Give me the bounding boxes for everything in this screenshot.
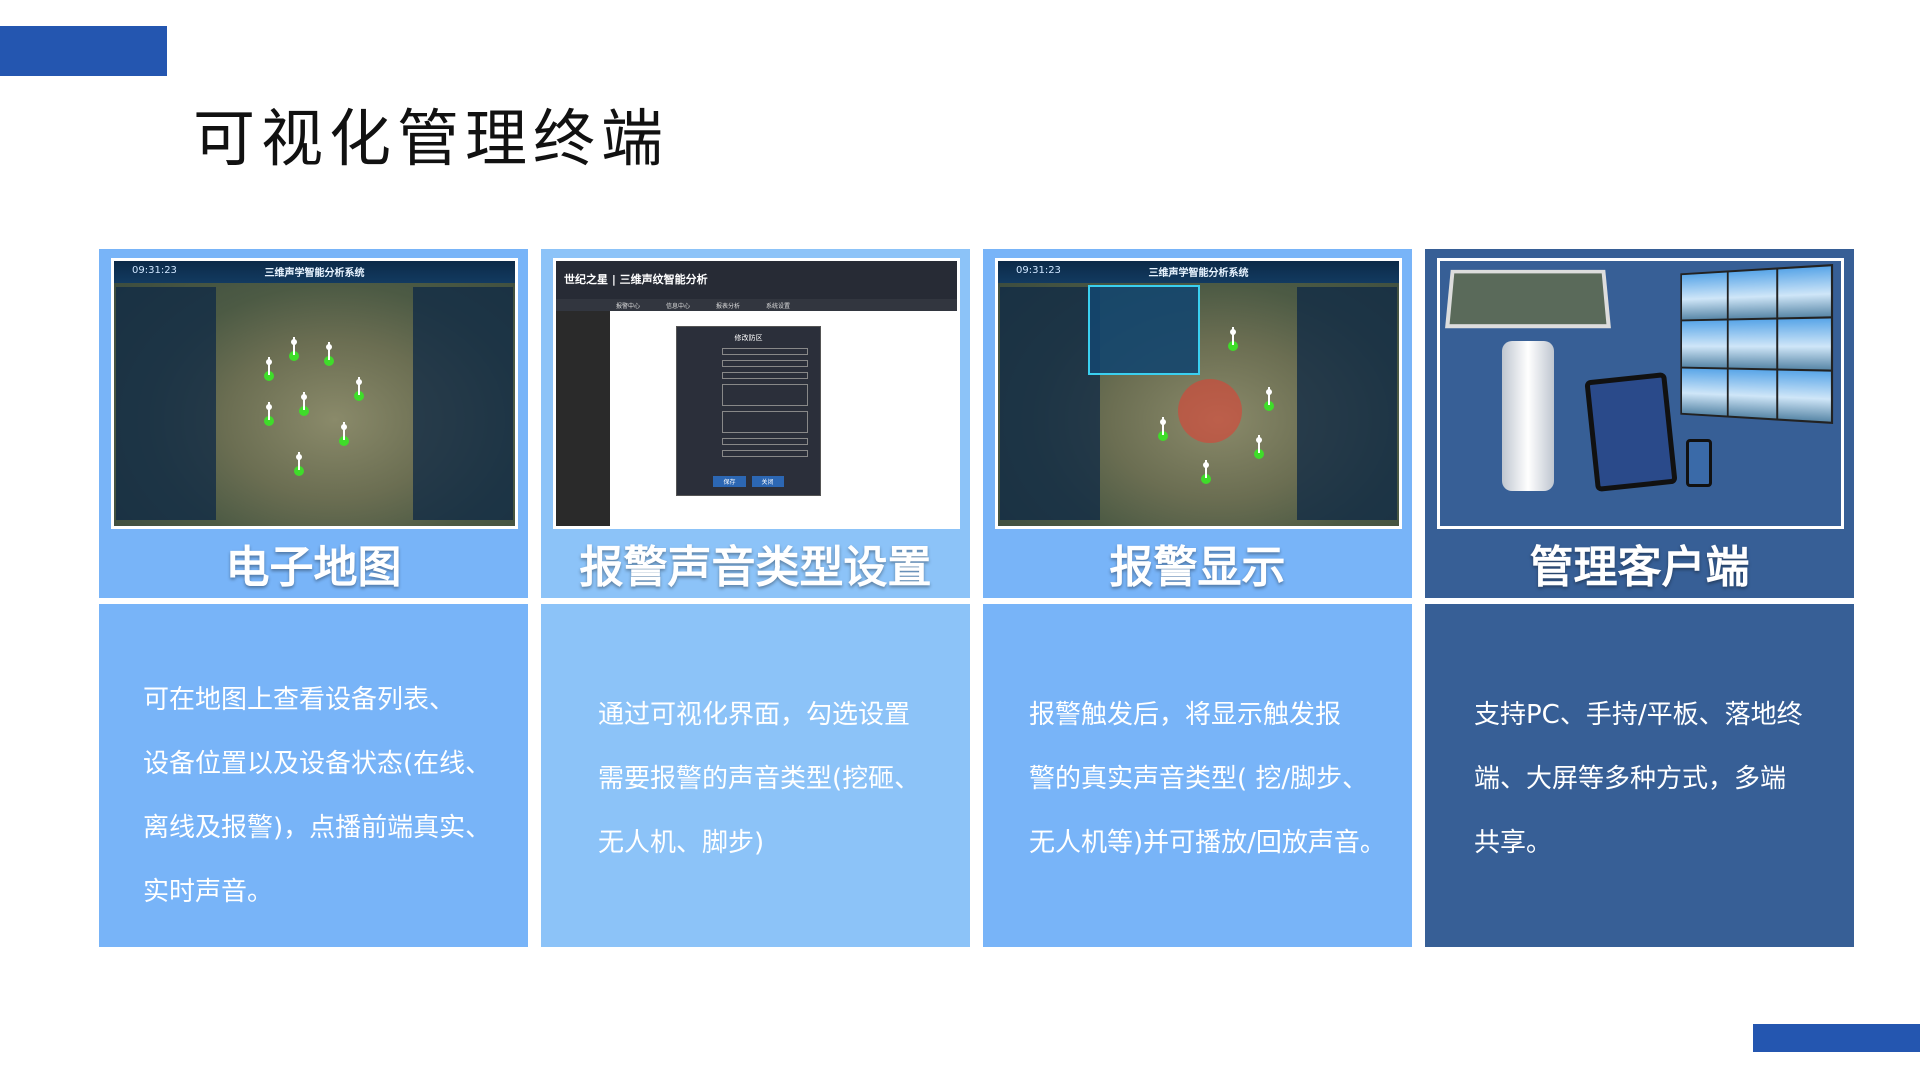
turbine-marker[interactable] bbox=[354, 377, 364, 401]
description-line: 需要报警的声音类型(挖砸、 bbox=[598, 764, 921, 794]
tablet bbox=[1584, 372, 1678, 492]
kiosk-stand bbox=[1502, 341, 1554, 491]
turbine-marker[interactable] bbox=[294, 452, 304, 476]
kiosk-screen bbox=[1445, 269, 1611, 329]
nav-item[interactable]: 信息中心 bbox=[666, 302, 691, 310]
turbine-marker[interactable] bbox=[339, 422, 349, 446]
description-line: 报警触发后，将显示触发报 bbox=[1029, 700, 1342, 730]
card-heading: 管理客户端 bbox=[1529, 542, 1750, 593]
accent-bar-top bbox=[0, 26, 167, 76]
close-button[interactable]: 关闭 bbox=[751, 476, 784, 487]
nav-item[interactable]: 报警中心 bbox=[616, 302, 641, 310]
app-logo: 世纪之星 | 三维声纹智能分析 bbox=[564, 273, 708, 286]
turbine-marker[interactable] bbox=[1158, 417, 1168, 441]
right-panel bbox=[1297, 287, 1397, 520]
alarm-popup bbox=[1088, 285, 1200, 375]
save-button[interactable]: 保存 bbox=[713, 476, 746, 487]
form-field[interactable] bbox=[722, 348, 808, 355]
card-description: 通过可视化界面，勾选设置 需要报警的声音类型(挖砸、 无人机、脚步) bbox=[541, 604, 970, 947]
electronic-map-screenshot: 09:31:23 三维声学智能分析系统 bbox=[111, 258, 518, 529]
nav-item[interactable]: 系统设置 bbox=[766, 302, 791, 310]
right-panel bbox=[413, 287, 513, 520]
alarm-highlight bbox=[1178, 379, 1242, 443]
description-line: 实时声音。 bbox=[143, 877, 274, 907]
dialog-title: 修改防区 bbox=[734, 334, 763, 342]
system-title: 三维声学智能分析系统 bbox=[1148, 268, 1249, 279]
description-line: 警的真实声音类型( 挖/脚步、 bbox=[1029, 764, 1369, 794]
phone bbox=[1686, 439, 1712, 487]
card-heading: 电子地图 bbox=[225, 542, 402, 593]
clock: 09:31:23 bbox=[132, 265, 177, 276]
form-field[interactable] bbox=[722, 411, 808, 433]
description-line: 设备位置以及设备状态(在线、 bbox=[143, 749, 492, 779]
system-title: 三维声学智能分析系统 bbox=[264, 268, 365, 279]
alarm-display-screenshot: 09:31:23 三维声学智能分析系统 bbox=[995, 258, 1402, 529]
turbine-marker[interactable] bbox=[264, 357, 274, 381]
card-electronic-map: 09:31:23 三维声学智能分析系统 电子地图 bbox=[99, 249, 528, 598]
description-line: 可在地图上查看设备列表、 bbox=[143, 685, 456, 715]
turbine-marker[interactable] bbox=[1254, 435, 1264, 459]
turbine-marker[interactable] bbox=[324, 342, 334, 366]
map-header: 09:31:23 三维声学智能分析系统 bbox=[998, 261, 1399, 283]
sidebar bbox=[556, 311, 610, 526]
alarm-type-checkboxes[interactable] bbox=[722, 384, 808, 406]
turbine-marker[interactable] bbox=[264, 402, 274, 426]
accent-bar-bottom bbox=[1753, 1024, 1920, 1052]
card-description: 支持PC、手持/平板、落地终 端、大屏等多种方式，多端 共享。 bbox=[1425, 604, 1854, 947]
form-field[interactable] bbox=[722, 360, 808, 367]
page-title: 可视化管理终端 bbox=[193, 102, 670, 175]
card-description: 报警触发后，将显示触发报 警的真实声音类型( 挖/脚步、 无人机等)并可播放/回… bbox=[983, 604, 1412, 947]
turbine-marker[interactable] bbox=[289, 337, 299, 361]
nav-bar: 报警中心 信息中心 报表分析 系统设置 bbox=[556, 299, 957, 311]
clock: 09:31:23 bbox=[1016, 265, 1061, 276]
turbine-marker[interactable] bbox=[299, 392, 309, 416]
devices-image bbox=[1437, 258, 1844, 529]
form-field[interactable] bbox=[722, 438, 808, 445]
alarm-settings-screenshot: 世纪之星 | 三维声纹智能分析 报警中心 信息中心 报表分析 系统设置 修改防区… bbox=[553, 258, 960, 529]
form-field[interactable] bbox=[722, 450, 808, 457]
turbine-marker[interactable] bbox=[1201, 460, 1211, 484]
card-heading: 报警声音类型设置 bbox=[579, 542, 932, 593]
nav-item[interactable]: 报表分析 bbox=[716, 302, 741, 310]
card-management-client: 管理客户端 bbox=[1425, 249, 1854, 598]
turbine-marker[interactable] bbox=[1264, 387, 1274, 411]
description-line: 共享。 bbox=[1474, 828, 1553, 858]
description-line: 支持PC、手持/平板、落地终 bbox=[1474, 700, 1803, 730]
form-field[interactable] bbox=[722, 372, 808, 379]
description-line: 端、大屏等多种方式，多端 bbox=[1474, 764, 1787, 794]
turbine-marker[interactable] bbox=[1228, 327, 1238, 351]
card-alarm-display: 09:31:23 三维声学智能分析系统 报警显示 bbox=[983, 249, 1412, 598]
map-header: 09:31:23 三维声学智能分析系统 bbox=[114, 261, 515, 283]
left-panel bbox=[1000, 287, 1100, 520]
card-alarm-sound-settings: 世纪之星 | 三维声纹智能分析 报警中心 信息中心 报表分析 系统设置 修改防区… bbox=[541, 249, 970, 598]
left-panel bbox=[116, 287, 216, 520]
description-line: 通过可视化界面，勾选设置 bbox=[598, 700, 911, 730]
card-heading: 报警显示 bbox=[1109, 542, 1286, 593]
description-line: 无人机等)并可播放/回放声音。 bbox=[1029, 828, 1386, 858]
description-line: 离线及报警)，点播前端真实、 bbox=[143, 813, 492, 843]
description-line: 无人机、脚步) bbox=[598, 828, 765, 858]
card-description: 可在地图上查看设备列表、 设备位置以及设备状态(在线、 离线及报警)，点播前端真… bbox=[99, 604, 528, 947]
video-wall bbox=[1680, 264, 1834, 424]
edit-zone-dialog: 修改防区 保存 关闭 bbox=[676, 326, 821, 496]
